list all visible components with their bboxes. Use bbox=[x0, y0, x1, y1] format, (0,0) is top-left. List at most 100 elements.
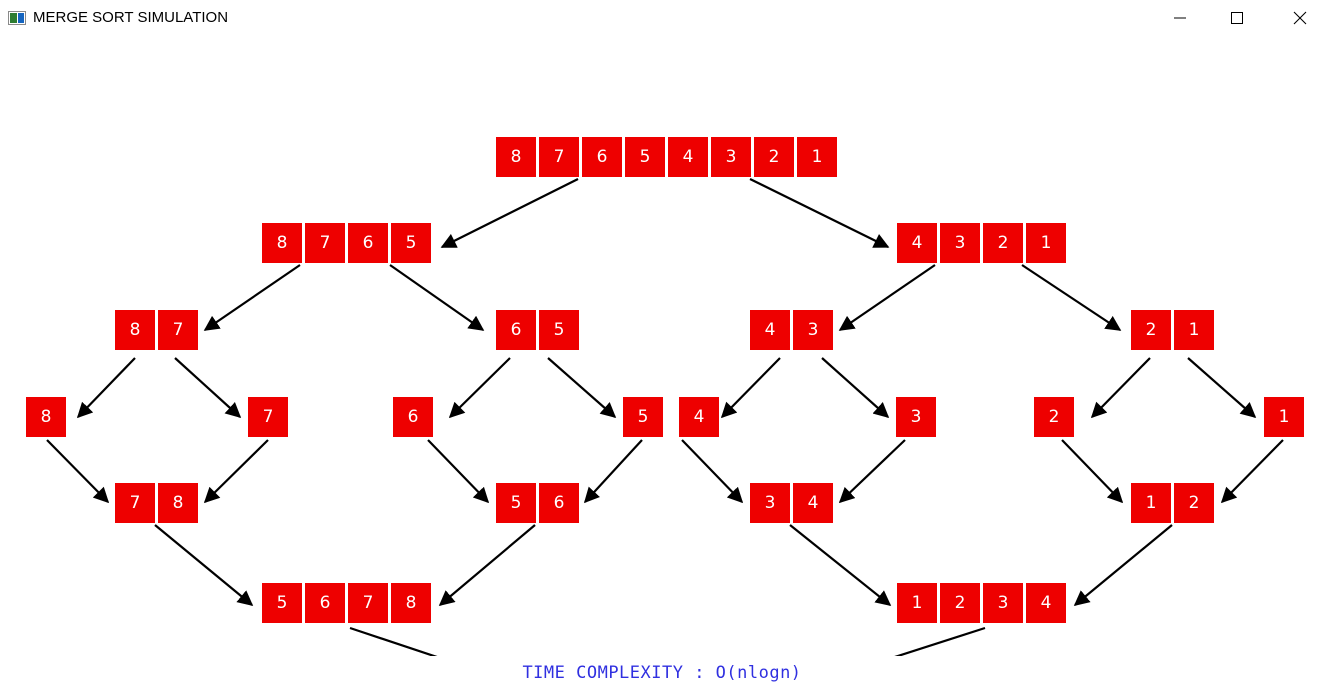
close-button[interactable] bbox=[1277, 0, 1323, 36]
cell-value: 1 bbox=[912, 593, 923, 613]
cell-value: 4 bbox=[694, 407, 705, 427]
array-cell: 7 bbox=[248, 397, 288, 437]
array-leaves-7: 1 bbox=[1264, 397, 1304, 437]
arrow-connector bbox=[154, 524, 254, 606]
arrow-connector bbox=[448, 357, 511, 419]
arrow-layer bbox=[46, 178, 1284, 656]
arrow-connector bbox=[1021, 264, 1122, 331]
array-cell: 3 bbox=[711, 137, 751, 177]
arrow-connector bbox=[1090, 357, 1151, 419]
cell-value: 5 bbox=[554, 320, 565, 340]
cell-value: 2 bbox=[1146, 320, 1157, 340]
cell-value: 7 bbox=[130, 493, 141, 513]
array-leaves-3: 5 bbox=[623, 397, 663, 437]
arrow-connector bbox=[720, 357, 781, 419]
array-cell: 7 bbox=[305, 223, 345, 263]
cell-value: 2 bbox=[1049, 407, 1060, 427]
arrow-connector bbox=[203, 439, 269, 504]
array-leaves-2: 6 bbox=[393, 397, 433, 437]
cell-value: 2 bbox=[955, 593, 966, 613]
arrow-connector bbox=[749, 178, 890, 248]
arrow-connector bbox=[1061, 439, 1124, 504]
maximize-button[interactable] bbox=[1214, 0, 1260, 36]
array-cell: 7 bbox=[115, 483, 155, 523]
cell-value: 2 bbox=[998, 233, 1009, 253]
arrow-connector bbox=[821, 357, 890, 419]
cell-value: 5 bbox=[406, 233, 417, 253]
array-cell: 5 bbox=[496, 483, 536, 523]
arrow-connector bbox=[46, 439, 110, 504]
array-leaves-4: 4 bbox=[679, 397, 719, 437]
cell-value: 8 bbox=[41, 407, 52, 427]
close-icon bbox=[1293, 11, 1307, 25]
cell-value: 5 bbox=[511, 493, 522, 513]
array-cell: 6 bbox=[393, 397, 433, 437]
arrow-connector bbox=[681, 439, 744, 504]
array-cell: 5 bbox=[625, 137, 665, 177]
cell-value: 1 bbox=[1189, 320, 1200, 340]
cell-value: 8 bbox=[511, 147, 522, 167]
cell-value: 3 bbox=[765, 493, 776, 513]
minimize-icon bbox=[1174, 17, 1186, 19]
array-cell: 3 bbox=[983, 583, 1023, 623]
cell-value: 5 bbox=[277, 593, 288, 613]
array-cell: 1 bbox=[797, 137, 837, 177]
cell-value: 2 bbox=[769, 147, 780, 167]
minimize-button[interactable] bbox=[1157, 0, 1203, 36]
array-cell: 1 bbox=[1174, 310, 1214, 350]
cell-value: 2 bbox=[1189, 493, 1200, 513]
cell-value: 3 bbox=[808, 320, 819, 340]
cell-value: 1 bbox=[1146, 493, 1157, 513]
array-cell: 4 bbox=[750, 310, 790, 350]
cell-value: 6 bbox=[320, 593, 331, 613]
cell-value: 4 bbox=[1041, 593, 1052, 613]
array-cell: 8 bbox=[115, 310, 155, 350]
arrow-connector bbox=[389, 264, 485, 331]
cell-value: 7 bbox=[263, 407, 274, 427]
array-cell: 1 bbox=[1131, 483, 1171, 523]
arrow-connector bbox=[174, 357, 242, 419]
cell-value: 6 bbox=[554, 493, 565, 513]
arrow-connector bbox=[894, 626, 986, 656]
array-cell: 1 bbox=[1264, 397, 1304, 437]
array-cell: 4 bbox=[793, 483, 833, 523]
array-cell: 1 bbox=[897, 583, 937, 623]
cell-value: 4 bbox=[683, 147, 694, 167]
arrow-connector bbox=[838, 264, 936, 331]
array-cell: 6 bbox=[348, 223, 388, 263]
arrow-connector bbox=[349, 626, 438, 656]
time-complexity-label: TIME COMPLEXITY : O(nlogn) bbox=[522, 663, 802, 683]
cell-value: 4 bbox=[808, 493, 819, 513]
array-cell: 5 bbox=[391, 223, 431, 263]
array-cell: 3 bbox=[793, 310, 833, 350]
array-cell: 4 bbox=[679, 397, 719, 437]
cell-value: 3 bbox=[726, 147, 737, 167]
array-cell: 2 bbox=[940, 583, 980, 623]
cell-value: 8 bbox=[173, 493, 184, 513]
array-cell: 8 bbox=[496, 137, 536, 177]
array-cell: 3 bbox=[940, 223, 980, 263]
cell-value: 4 bbox=[765, 320, 776, 340]
array-cell: 4 bbox=[897, 223, 937, 263]
maximize-icon bbox=[1231, 12, 1243, 24]
arrow-connector bbox=[427, 439, 490, 504]
array-cell: 1 bbox=[1026, 223, 1066, 263]
cell-value: 3 bbox=[998, 593, 1009, 613]
array-cell: 6 bbox=[582, 137, 622, 177]
array-cell: 7 bbox=[348, 583, 388, 623]
arrow-connector bbox=[1073, 524, 1173, 606]
cell-value: 6 bbox=[511, 320, 522, 340]
title-bar: MERGE SORT SIMULATION bbox=[0, 0, 1324, 36]
arrow-connector bbox=[1187, 357, 1257, 419]
array-cell: 5 bbox=[623, 397, 663, 437]
cell-value: 4 bbox=[912, 233, 923, 253]
